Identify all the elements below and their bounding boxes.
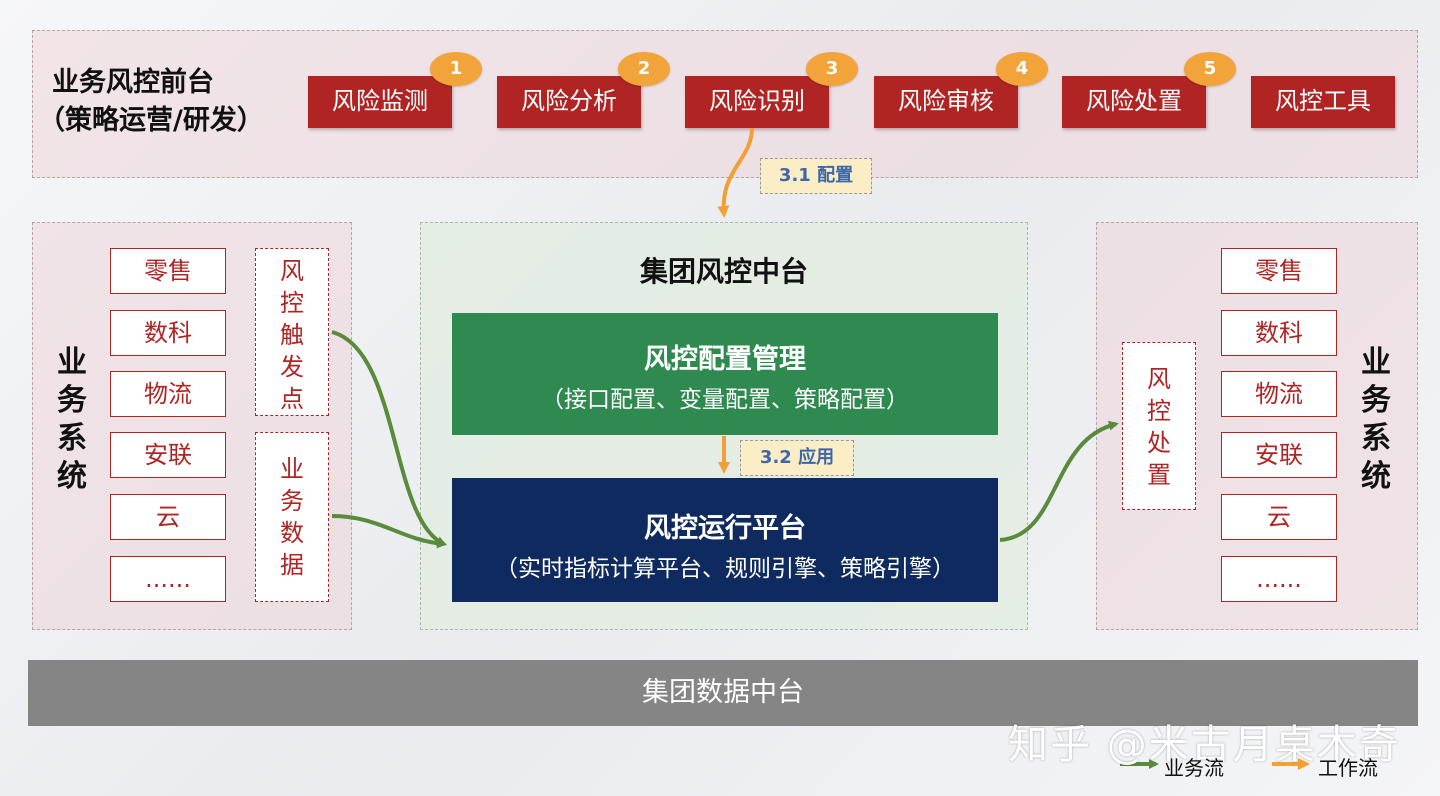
arrow-runtime-to-disposal	[999, 420, 1119, 542]
step-label: 风险识别	[709, 87, 805, 115]
step-risk-analysis[interactable]: 风险分析	[497, 76, 641, 128]
risk-trigger-points[interactable]: 风 控 触 发 点	[255, 248, 329, 416]
risk-disposal[interactable]: 风 控 处 置	[1122, 342, 1196, 510]
left-system-retail[interactable]: 零售	[110, 248, 226, 294]
right-system-more[interactable]: ......	[1221, 556, 1337, 602]
data-char: 据	[280, 551, 304, 579]
step-badge-1: 1	[430, 52, 482, 86]
step-risk-tools[interactable]: 风控工具	[1251, 76, 1395, 128]
watermark: 知乎 @米古月桌木奇	[1008, 722, 1401, 768]
step-label: 风险分析	[521, 87, 617, 115]
step-risk-monitoring[interactable]: 风险监测	[308, 76, 452, 128]
left-system-more[interactable]: ......	[110, 556, 226, 602]
middle-platform-title: 集团风控中台	[639, 255, 808, 288]
right-system-cloud[interactable]: 云	[1221, 494, 1337, 540]
right-system-anlian[interactable]: 安联	[1221, 432, 1337, 478]
right-system-retail[interactable]: 零售	[1221, 248, 1337, 294]
step-risk-review[interactable]: 风险审核	[874, 76, 1018, 128]
config-mgmt-title: 风控配置管理	[644, 344, 806, 375]
data-char: 业	[280, 455, 304, 483]
runtime-subtitle: （实时指标计算平台、规则引擎、策略引擎）	[495, 556, 955, 582]
left-system-anlian[interactable]: 安联	[110, 432, 226, 478]
step-label: 风险审核	[898, 87, 994, 115]
front-office-title-line2: （策略运营/研发）	[38, 105, 264, 136]
step-risk-disposal[interactable]: 风险处置	[1062, 76, 1206, 128]
group-data-platform[interactable]: 集团数据中台	[28, 660, 1418, 726]
right-system-fintech[interactable]: 数科	[1221, 310, 1337, 356]
trigger-char: 触	[280, 321, 304, 349]
arrow-data-to-runtime	[331, 514, 447, 549]
label-char: 系	[57, 421, 87, 456]
label-char: 务	[57, 383, 87, 418]
left-system-fintech[interactable]: 数科	[110, 310, 226, 356]
risk-config-management[interactable]: 风控配置管理 （接口配置、变量配置、策略配置）	[452, 313, 998, 435]
step-label: 风控工具	[1275, 87, 1371, 115]
right-system-logistics[interactable]: 物流	[1221, 371, 1337, 417]
data-char: 数	[280, 519, 304, 547]
label-char: 业	[1361, 345, 1391, 380]
label-char: 统	[57, 459, 87, 494]
step-label: 风险处置	[1086, 87, 1182, 115]
disposal-char: 控	[1147, 397, 1171, 425]
trigger-char: 控	[280, 289, 304, 317]
front-office-title: 业务风控前台 （策略运营/研发）	[38, 64, 312, 140]
label-char: 业	[57, 345, 87, 380]
arrow-identify-to-middle	[717, 127, 754, 218]
risk-runtime-platform[interactable]: 风控运行平台 （实时指标计算平台、规则引擎、策略引擎）	[452, 478, 998, 602]
trigger-char: 点	[280, 385, 304, 413]
step-label: 风险监测	[332, 87, 428, 115]
label-char: 系	[1361, 421, 1391, 456]
right-business-system-label: 业 务 系 统	[1356, 344, 1396, 496]
config-flow-tag: 3.1 配置	[760, 158, 872, 194]
label-char: 统	[1361, 459, 1391, 494]
runtime-title: 风控运行平台	[644, 513, 806, 544]
disposal-char: 风	[1147, 365, 1171, 393]
legend-business-flow: 业务流	[1164, 756, 1224, 780]
step-badge-5: 5	[1184, 52, 1236, 86]
step-badge-3: 3	[806, 52, 858, 86]
left-business-system-label: 业 务 系 统	[52, 344, 92, 496]
config-mgmt-subtitle: （接口配置、变量配置、策略配置）	[541, 387, 909, 413]
left-system-logistics[interactable]: 物流	[110, 371, 226, 417]
label-char: 务	[1361, 383, 1391, 418]
step-risk-identification[interactable]: 风险识别	[685, 76, 829, 128]
business-data[interactable]: 业 务 数 据	[255, 432, 329, 602]
trigger-char: 风	[280, 257, 304, 285]
trigger-char: 发	[280, 353, 304, 381]
step-badge-2: 2	[618, 52, 670, 86]
left-system-cloud[interactable]: 云	[110, 494, 226, 540]
step-badge-4: 4	[996, 52, 1048, 86]
disposal-char: 处	[1147, 429, 1171, 457]
data-char: 务	[280, 487, 304, 515]
front-office-title-line1: 业务风控前台	[52, 67, 214, 98]
apply-flow-tag: 3.2 应用	[740, 440, 854, 476]
disposal-char: 置	[1147, 461, 1171, 489]
arrow-trigger-to-runtime	[331, 330, 447, 546]
legend-work-flow: 工作流	[1318, 756, 1378, 780]
